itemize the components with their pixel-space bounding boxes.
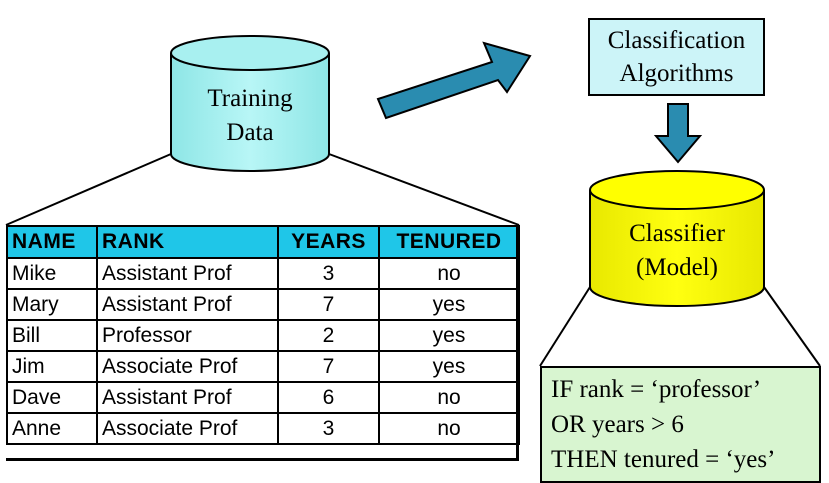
cell-rank: Assistant Prof bbox=[96, 257, 279, 290]
classifier-to-rule-right-line bbox=[763, 286, 821, 367]
header-name: NAME bbox=[6, 225, 98, 259]
training-data-line2: Data bbox=[226, 119, 274, 146]
cell-tenured: no bbox=[378, 412, 520, 445]
cell-name: Bill bbox=[6, 319, 98, 352]
cell-years: 7 bbox=[277, 288, 380, 321]
rule-line2: OR years > 6 bbox=[551, 411, 684, 438]
cell-name: Anne bbox=[6, 412, 98, 445]
table-row: Anne Associate Prof 3 no bbox=[6, 412, 520, 445]
training-to-algorithms-arrow bbox=[376, 41, 532, 120]
training-data-cylinder bbox=[170, 35, 330, 172]
cell-tenured: no bbox=[378, 257, 520, 290]
table-header-row: NAME RANK YEARS TENURED bbox=[6, 225, 520, 259]
cell-years: 3 bbox=[277, 412, 380, 445]
algorithms-line2: Algorithms bbox=[619, 60, 734, 87]
classifier-line2: (Model) bbox=[636, 254, 718, 281]
header-rank: RANK bbox=[96, 225, 279, 259]
cell-rank: Assistant Prof bbox=[96, 381, 279, 414]
table-row: Jim Associate Prof 7 yes bbox=[6, 350, 520, 383]
cell-rank: Associate Prof bbox=[96, 350, 279, 383]
cell-tenured: yes bbox=[378, 350, 520, 383]
cell-name: Mary bbox=[6, 288, 98, 321]
cell-rank: Associate Prof bbox=[96, 412, 279, 445]
cell-tenured: yes bbox=[378, 288, 520, 321]
table-row: Mary Assistant Prof 7 yes bbox=[6, 288, 520, 321]
classifier-to-rule-left-line bbox=[539, 286, 591, 367]
rule-line3: THEN tenured = ‘yes’ bbox=[551, 446, 776, 473]
cell-rank: Assistant Prof bbox=[96, 288, 279, 321]
cell-years: 3 bbox=[277, 257, 380, 290]
table-row: Dave Assistant Prof 6 no bbox=[6, 381, 520, 414]
cell-tenured: no bbox=[378, 381, 520, 414]
cell-name: Dave bbox=[6, 381, 98, 414]
training-to-table-left-line bbox=[5, 153, 172, 226]
cell-years: 7 bbox=[277, 350, 380, 383]
classifier-cylinder bbox=[589, 170, 765, 307]
cell-name: Jim bbox=[6, 350, 98, 383]
training-data-label: Training Data bbox=[171, 82, 329, 150]
cell-name: Mike bbox=[6, 257, 98, 290]
table-row: Mike Assistant Prof 3 no bbox=[6, 257, 520, 290]
cell-rank: Professor bbox=[96, 319, 279, 352]
cell-tenured: yes bbox=[378, 319, 520, 352]
classifier-line1: Classifier bbox=[629, 220, 725, 247]
classification-rule-box: IF rank = ‘professor’ OR years > 6 THEN … bbox=[540, 366, 821, 483]
algorithms-line1: Classification bbox=[607, 27, 746, 54]
header-tenured: TENURED bbox=[378, 225, 520, 259]
header-years: YEARS bbox=[277, 225, 380, 259]
rule-line1: IF rank = ‘professor’ bbox=[551, 376, 762, 403]
training-to-table-right-line bbox=[328, 153, 520, 226]
cell-years: 6 bbox=[277, 381, 380, 414]
classification-algorithms-box: Classification Algorithms bbox=[588, 18, 765, 96]
algorithms-to-classifier-arrow bbox=[653, 103, 703, 164]
training-data-table: NAME RANK YEARS TENURED Mike Assistant P… bbox=[6, 225, 520, 445]
training-data-line1: Training bbox=[207, 85, 293, 112]
table-row: Bill Professor 2 yes bbox=[6, 319, 520, 352]
cell-years: 2 bbox=[277, 319, 380, 352]
classifier-label: Classifier (Model) bbox=[590, 217, 764, 285]
